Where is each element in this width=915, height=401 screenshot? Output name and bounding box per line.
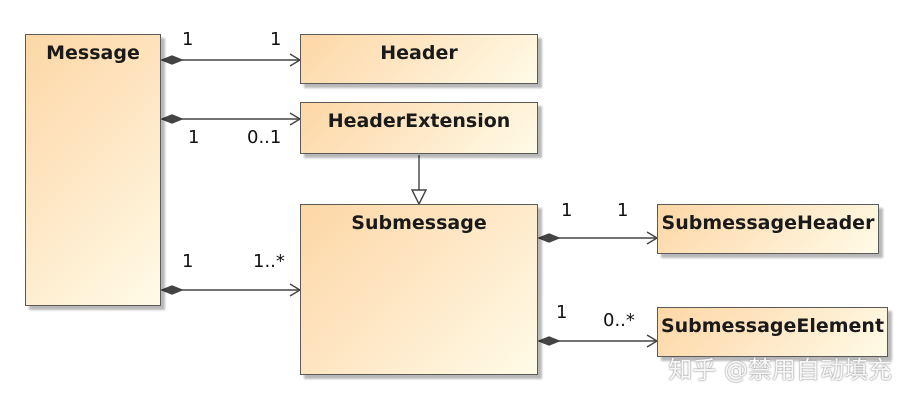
class-name: Submessage bbox=[351, 212, 487, 234]
class-header-extension: HeaderExtension bbox=[300, 102, 538, 154]
class-name: SubmessageHeader bbox=[661, 212, 875, 234]
multiplicity-message-header-source: 1 bbox=[182, 29, 194, 50]
multiplicity-submessage-element-source: 1 bbox=[556, 302, 568, 323]
class-name: HeaderExtension bbox=[327, 110, 511, 132]
class-submessage-header: SubmessageHeader bbox=[657, 204, 879, 254]
association-message-submessage bbox=[160, 283, 302, 297]
multiplicity-message-submessage-source: 1 bbox=[182, 251, 194, 272]
generalization-submessage-header-extension bbox=[410, 155, 428, 206]
association-message-header-extension bbox=[160, 112, 302, 126]
multiplicity-message-submessage-target: 1..* bbox=[253, 251, 285, 272]
association-submessage-submessage-header bbox=[537, 231, 659, 245]
watermark: 知乎 @禁用自动填充 bbox=[668, 356, 892, 384]
association-message-header bbox=[160, 53, 302, 67]
class-name: Message bbox=[46, 42, 140, 64]
multiplicity-message-header-target: 1 bbox=[270, 29, 282, 50]
multiplicity-submessage-element-target: 0..* bbox=[603, 310, 635, 331]
multiplicity-submessage-header-target: 1 bbox=[617, 200, 629, 221]
class-name: Header bbox=[380, 42, 458, 64]
association-submessage-submessage-element bbox=[537, 334, 659, 348]
multiplicity-message-header-extension-source: 1 bbox=[188, 127, 200, 148]
class-name: SubmessageElement bbox=[660, 315, 885, 337]
class-message: Message bbox=[25, 34, 161, 306]
class-header: Header bbox=[300, 34, 538, 84]
multiplicity-submessage-header-source: 1 bbox=[561, 200, 573, 221]
class-submessage: Submessage bbox=[300, 204, 538, 375]
class-submessage-element: SubmessageElement bbox=[657, 307, 888, 357]
multiplicity-message-header-extension-target: 0..1 bbox=[247, 127, 282, 148]
